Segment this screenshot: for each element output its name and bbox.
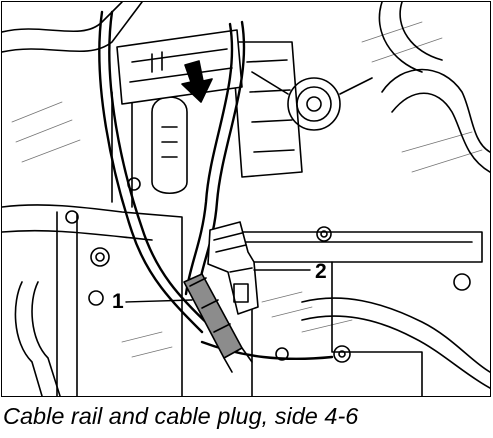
bolts [65, 177, 471, 363]
cable-plug-2 [207, 221, 259, 315]
round-housing [251, 71, 373, 131]
callout-2-label: 2 [315, 260, 327, 283]
bracket-top [116, 29, 243, 105]
hoses [2, 2, 490, 396]
callout-1: 1 [112, 290, 193, 313]
down-arrow-icon [181, 60, 213, 103]
figure-caption: Cable rail and cable plug, side 4-6 [3, 403, 359, 429]
callout-1-label: 1 [112, 290, 124, 313]
engine-block [2, 41, 483, 396]
line-drawing: 1 2 [2, 2, 490, 396]
background-texture [11, 21, 483, 358]
cable-plug-1 [183, 273, 253, 373]
callout-2: 2 [253, 260, 327, 283]
engine-bay-illustration: 1 2 [1, 1, 491, 397]
